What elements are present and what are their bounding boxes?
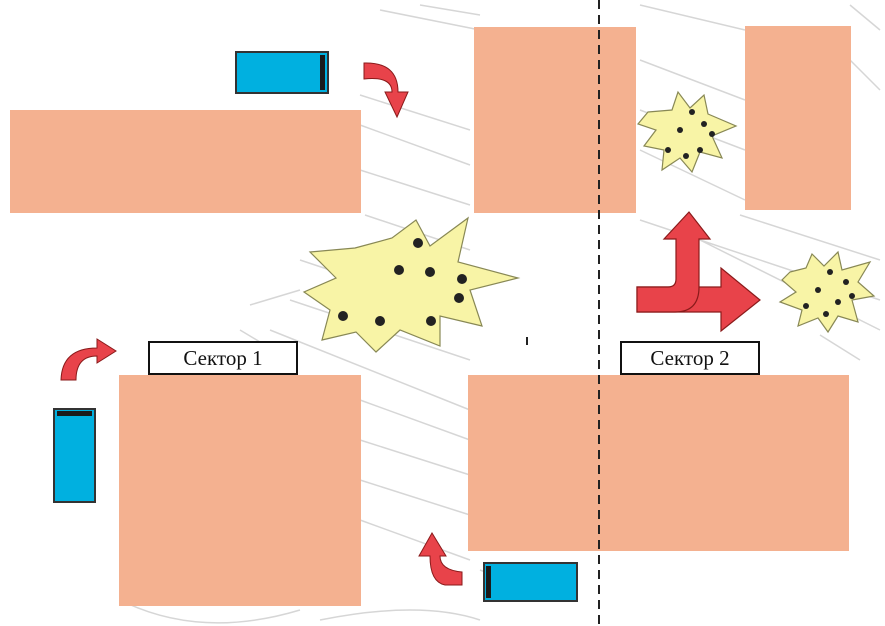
building-top-left	[10, 110, 361, 213]
vehicle-icon	[54, 409, 95, 502]
turn-arrow-icon	[419, 533, 462, 585]
building-bottom-left	[119, 375, 361, 606]
turn-arrow-icon	[61, 339, 116, 380]
sector-1-label: Сектор 1	[148, 341, 298, 375]
building-top-center	[474, 27, 636, 213]
split-arrow-icon	[637, 212, 760, 331]
sector-2-label: Сектор 2	[620, 341, 760, 375]
vehicle-icon	[236, 52, 328, 93]
explosion-icon	[304, 218, 518, 352]
vehicle-icon	[484, 563, 577, 601]
explosion-icon	[638, 92, 736, 172]
building-top-right	[745, 26, 851, 210]
building-bottom-right	[468, 375, 849, 551]
